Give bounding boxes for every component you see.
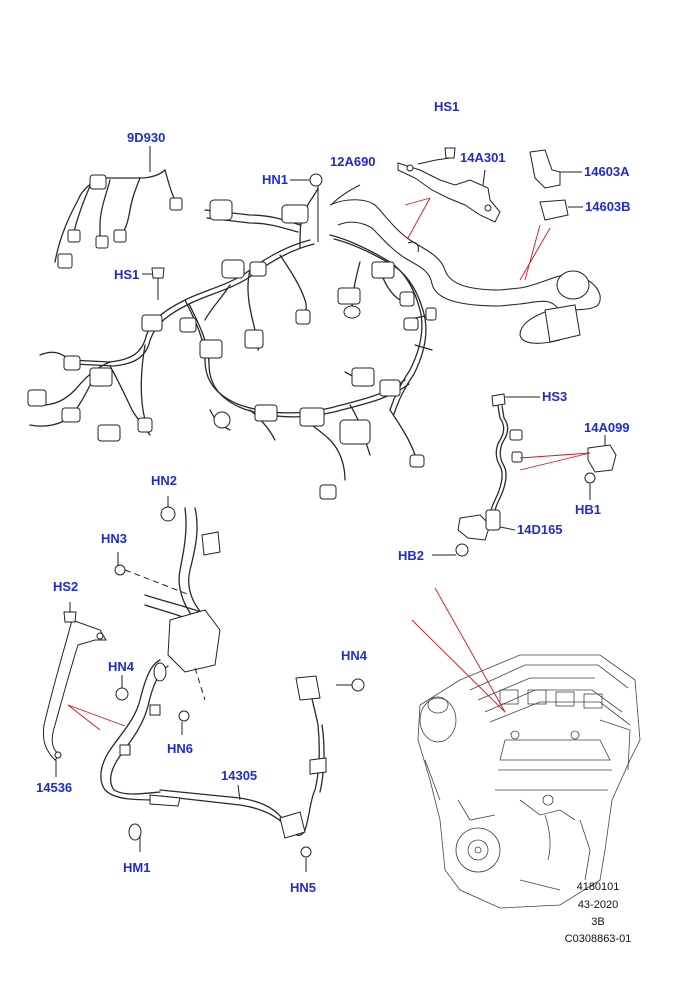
callout-hn5: HN5	[290, 880, 316, 895]
callout-hb1: HB1	[575, 502, 601, 517]
callout-hn6: HN6	[167, 741, 193, 756]
callout-hs2: HS2	[53, 579, 78, 594]
bracket-14a301	[397, 147, 501, 223]
callout-14a099: 14A099	[584, 420, 630, 435]
callout-14305: 14305	[221, 768, 257, 783]
injector-harness-9d930	[54, 146, 183, 269]
callout-hn3: HN3	[101, 531, 127, 546]
callout-hm1: HM1	[123, 860, 150, 875]
sensor-harness-14d165	[432, 393, 617, 557]
connector-14603b	[539, 199, 583, 221]
callout-hn4-left: HN4	[108, 659, 135, 674]
main-engine-harness	[27, 186, 437, 500]
callout-hs1-top: HS1	[434, 99, 459, 114]
callout-hb2: HB2	[398, 548, 424, 563]
callout-14536: 14536	[36, 780, 72, 795]
ref-line-3: 3B	[591, 916, 604, 928]
callout-14603a: 14603A	[584, 164, 630, 179]
ref-line-2: 43-2020	[578, 899, 618, 911]
callout-hs3: HS3	[542, 389, 567, 404]
indicator-lines	[67, 197, 591, 731]
callout-hs1-left: HS1	[114, 267, 139, 282]
fastener-glyphs	[63, 173, 323, 623]
ref-line-1: 4180101	[577, 881, 620, 893]
ref-line-4: C0308863-01	[565, 933, 632, 945]
reference-block: 4180101 43-2020 3B C0308863-01	[565, 881, 632, 945]
callout-hn1: HN1	[262, 172, 288, 187]
callout-hn2: HN2	[151, 473, 177, 488]
callout-14603b: 14603B	[585, 199, 631, 214]
bracket-14536	[42, 602, 107, 777]
connector-14603a	[529, 149, 582, 189]
engine-block-illustration	[417, 654, 641, 909]
harness-14305	[100, 496, 365, 872]
callout-9d930: 9D930	[127, 130, 165, 145]
callout-labels: HS1 14A301 14603A 14603B 9D930 HN1 12A69…	[36, 99, 631, 895]
callout-14a301: 14A301	[460, 150, 506, 165]
callout-14d165: 14D165	[517, 522, 563, 537]
conduit-12a690	[329, 184, 601, 344]
callout-12a690: 12A690	[330, 154, 376, 169]
callout-hn4-right: HN4	[341, 648, 368, 663]
